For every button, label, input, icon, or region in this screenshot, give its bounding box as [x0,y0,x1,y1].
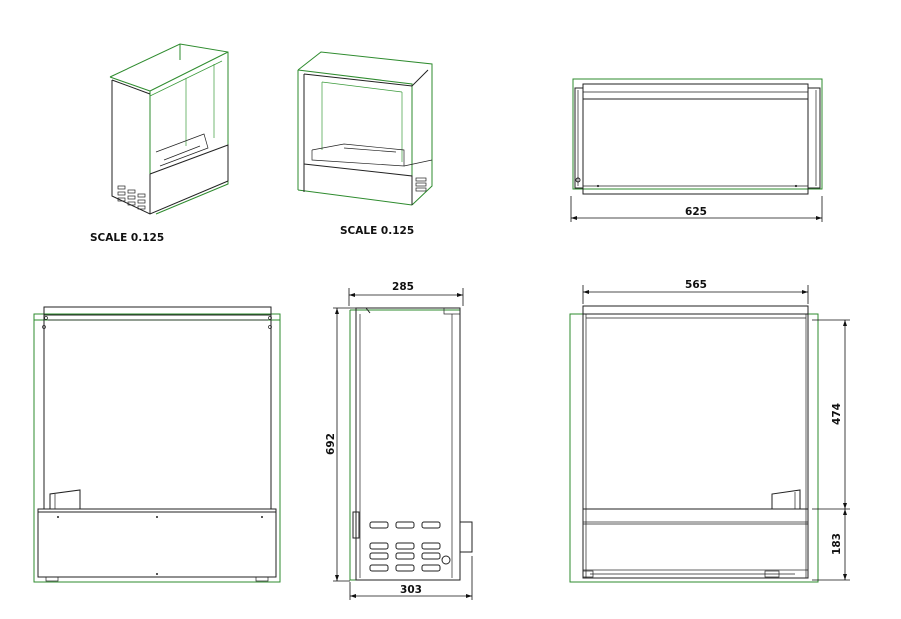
front-view: 565 474 183 [569,279,850,583]
scale-label-right: SCALE 0.125 [340,225,414,237]
dim-side-height: 692 [325,433,337,455]
isometric-view-right: SCALE 0.125 [297,51,433,237]
dim-front-upper-height: 474 [831,403,843,425]
isometric-view-left: SCALE 0.125 [90,43,229,244]
dim-side-depth-top: 285 [392,281,414,293]
front-view-back [33,306,281,583]
dim-front-lower-height: 183 [831,533,843,555]
side-view: 285 692 303 [325,281,473,600]
top-view: 625 [570,78,823,222]
dim-front-width: 565 [685,279,707,291]
dim-side-depth-bottom: 303 [400,584,422,596]
dim-top-width: 625 [685,206,707,218]
scale-label-left: SCALE 0.125 [90,232,164,244]
